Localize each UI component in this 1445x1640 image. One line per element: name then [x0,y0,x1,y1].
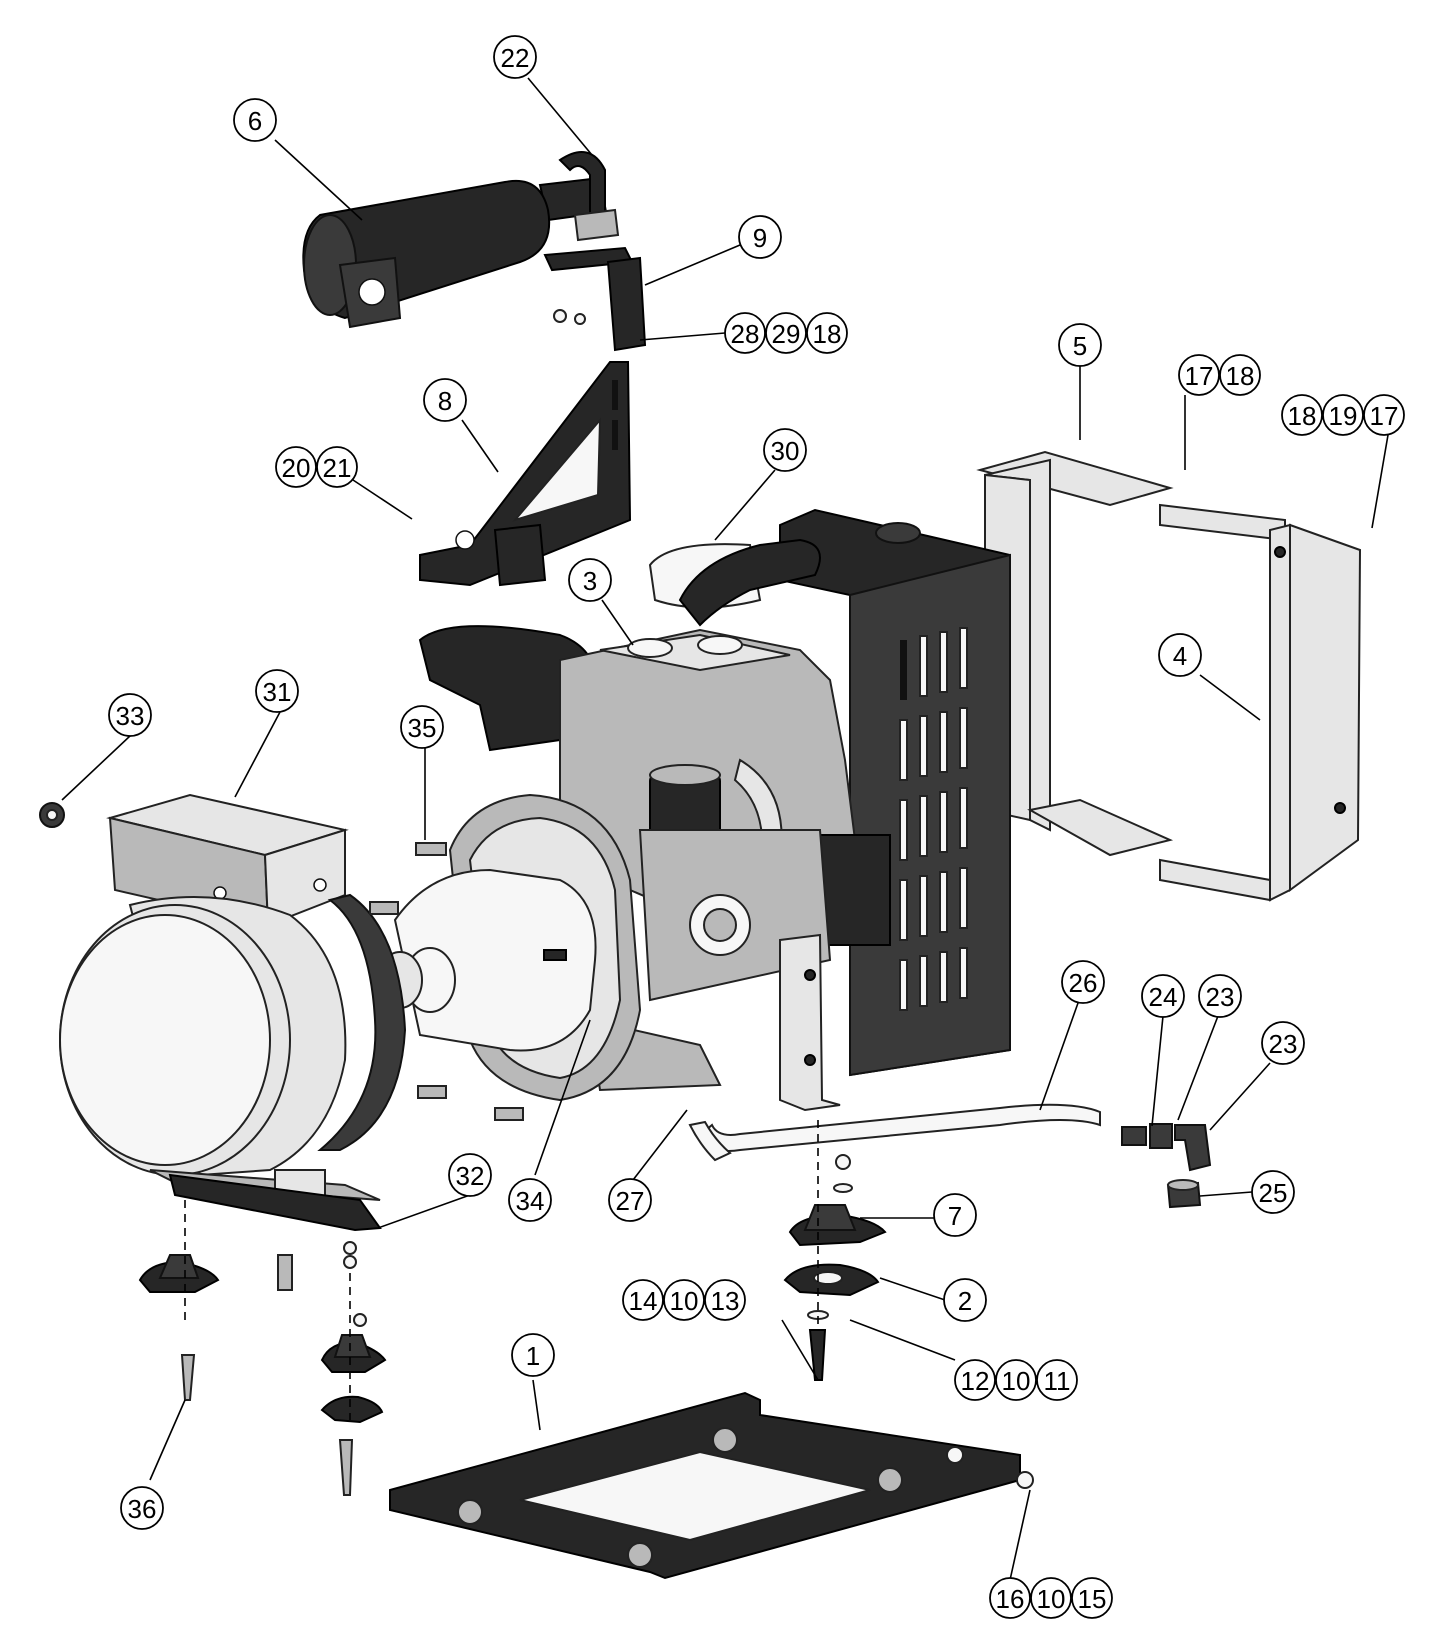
part-radiator-shroud-side [1159,503,1362,902]
svg-text:2: 2 [958,1286,972,1316]
svg-text:20: 20 [282,453,311,483]
svg-text:25: 25 [1259,1178,1288,1208]
part-generator-foot [168,1173,382,1232]
callout-31: 31 [255,669,299,713]
svg-text:6: 6 [248,106,262,136]
callout-group-18-19-17: 18 19 17 [1281,394,1405,436]
svg-text:22: 22 [501,43,530,73]
callout-group-12-10-11: 12 10 11 [954,1359,1078,1401]
svg-text:34: 34 [516,1186,545,1216]
callout-23-upper: 23 [1198,974,1242,1018]
svg-text:4: 4 [1173,641,1187,671]
part-muffler [302,151,620,329]
callout-group-14-10-13: 14 10 13 [622,1279,746,1321]
svg-text:24: 24 [1149,982,1178,1012]
svg-text:10: 10 [1037,1584,1066,1614]
svg-text:33: 33 [116,701,145,731]
svg-text:14: 14 [629,1286,658,1316]
svg-text:15: 15 [1078,1584,1107,1614]
svg-text:31: 31 [263,677,292,707]
svg-text:17: 17 [1370,401,1399,431]
leader-lines [61,77,1389,1581]
part-flywheel-housing [377,793,642,1102]
svg-text:29: 29 [772,319,801,349]
part-base-frame [389,1391,1034,1580]
callout-32: 32 [448,1153,492,1197]
svg-text:12: 12 [961,1366,990,1396]
svg-text:32: 32 [456,1161,485,1191]
callout-1: 1 [511,1333,555,1377]
callout-4: 4 [1158,633,1202,677]
callout-24: 24 [1141,974,1185,1018]
svg-text:1: 1 [526,1341,540,1371]
svg-text:28: 28 [731,319,760,349]
svg-text:23: 23 [1206,982,1235,1012]
callout-34: 34 [508,1178,552,1222]
svg-text:17: 17 [1185,361,1214,391]
part-muffler-bracket [543,246,647,352]
svg-text:9: 9 [753,223,767,253]
callout-group-28-29-18: 28 29 18 [724,312,848,354]
svg-text:10: 10 [1002,1366,1031,1396]
callout-23-lower: 23 [1261,1021,1305,1065]
callout-5: 5 [1058,323,1102,367]
svg-text:18: 18 [813,319,842,349]
svg-text:26: 26 [1069,968,1098,998]
callout-36: 36 [120,1486,164,1530]
callout-6: 6 [233,98,277,142]
svg-text:18: 18 [1288,401,1317,431]
part-vibration-mount-right [783,1120,887,1381]
callout-30: 30 [763,428,807,472]
svg-text:30: 30 [771,436,800,466]
svg-text:11: 11 [1044,1366,1071,1396]
svg-text:13: 13 [711,1286,740,1316]
svg-text:5: 5 [1073,331,1087,361]
callout-33: 33 [108,693,152,737]
callout-7: 7 [933,1193,977,1237]
part-vibration-mount-left [138,1200,387,1496]
part-fan-cover-fitting [39,802,65,828]
svg-text:36: 36 [128,1494,157,1524]
callout-2: 2 [943,1278,987,1322]
callout-22: 22 [493,35,537,79]
svg-text:27: 27 [616,1186,645,1216]
callout-8: 8 [423,378,467,422]
svg-text:21: 21 [323,453,352,483]
callout-26: 26 [1061,960,1105,1004]
part-bolts [369,842,567,1121]
callout-35: 35 [400,705,444,749]
callout-group-17-18: 17 18 [1178,354,1261,396]
svg-text:16: 16 [996,1584,1025,1614]
svg-text:7: 7 [948,1201,962,1231]
part-generator [59,793,407,1211]
part-drain-valve-fittings [1121,1123,1212,1209]
svg-text:23: 23 [1269,1029,1298,1059]
callout-group-20-21: 20 21 [275,446,358,488]
svg-text:3: 3 [583,566,597,596]
callout-3: 3 [568,558,612,602]
svg-text:35: 35 [408,713,437,743]
svg-text:19: 19 [1329,401,1358,431]
part-air-cleaner [648,538,821,627]
callout-group-16-10-15: 16 10 15 [989,1577,1113,1619]
svg-text:18: 18 [1226,361,1255,391]
callout-25: 25 [1251,1170,1295,1214]
part-drain-hose [688,1103,1101,1162]
svg-text:10: 10 [670,1286,699,1316]
part-engine [418,625,891,1112]
svg-text:8: 8 [438,386,452,416]
callout-9: 9 [738,215,782,259]
part-lifting-bracket [419,361,632,587]
callout-27: 27 [608,1178,652,1222]
